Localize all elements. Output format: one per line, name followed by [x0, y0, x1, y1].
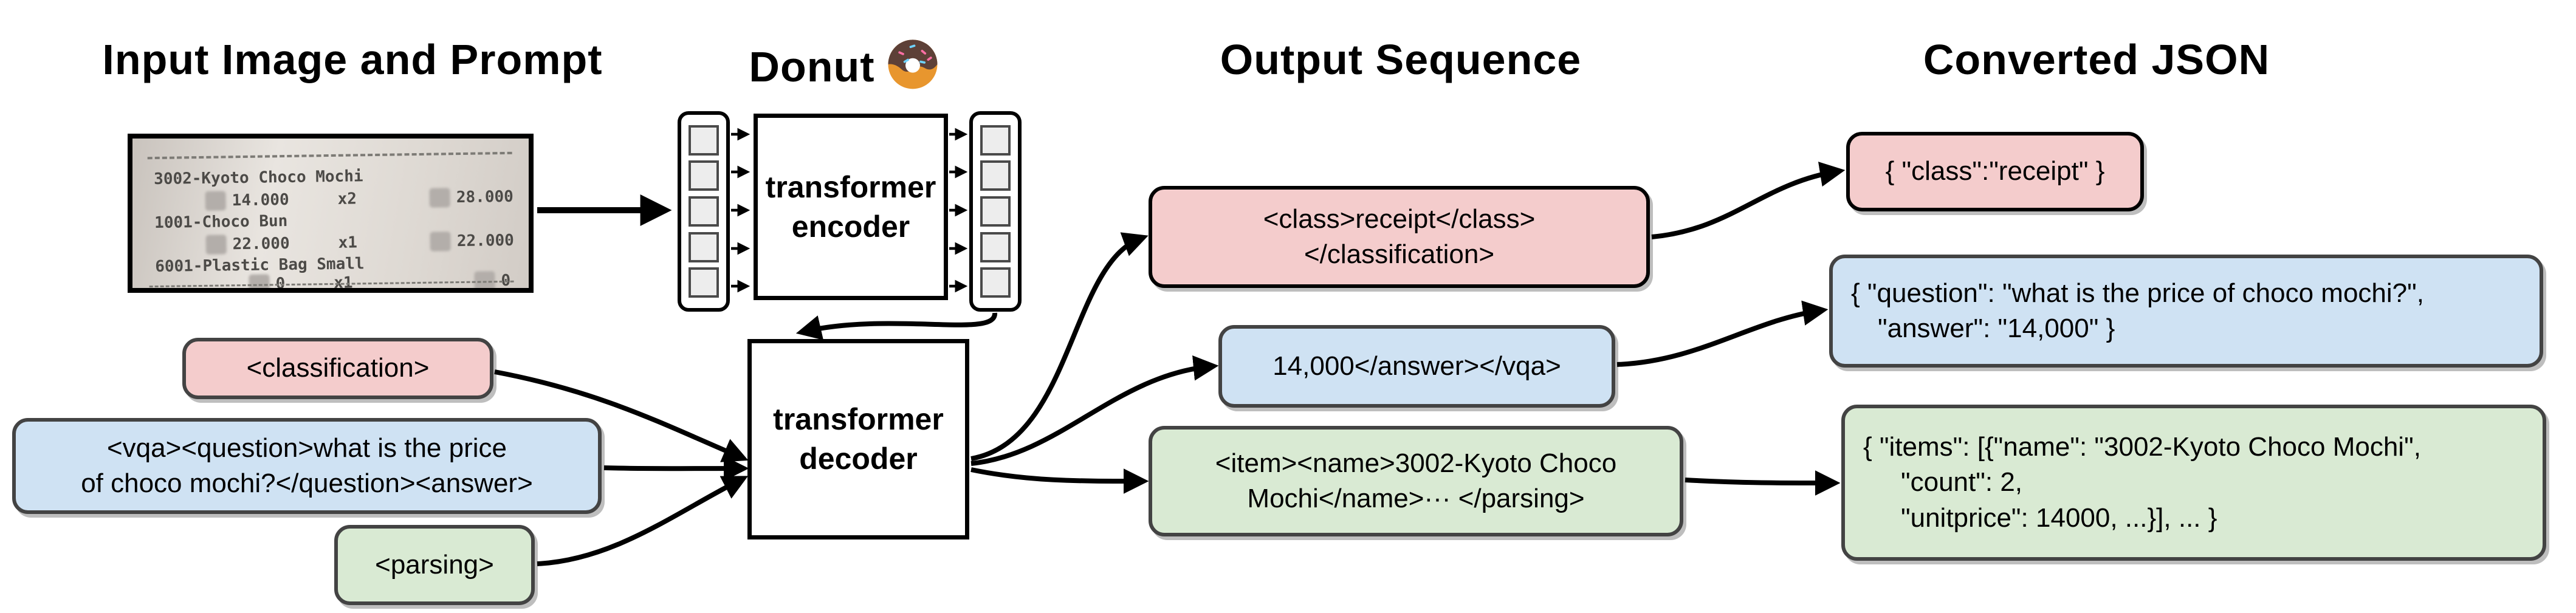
arrow-classification-output-to-json	[1651, 162, 1846, 239]
output-parsing-box: <item><name>3002-Kyoto Choco Mochi</name…	[1149, 426, 1683, 536]
output-classification-line2: </classification>	[1303, 239, 1495, 269]
token-square	[980, 160, 1011, 191]
redaction-blob	[205, 191, 226, 211]
heading-converted-json: Converted JSON	[1923, 36, 2270, 83]
receipt-price: 14.000	[232, 190, 289, 210]
arrow-encoder-to-decoder	[795, 312, 997, 340]
json-parsing-box: { "items": [{"name": "3002-Kyoto Choco M…	[1841, 405, 2546, 561]
donut-icon	[885, 35, 941, 101]
receipt-price: 22.000	[232, 234, 290, 254]
receipt-total: 22.000	[456, 231, 515, 251]
receipt-content: 3002-Kyoto Choco Mochi 14.000 x2 28.000 10…	[132, 139, 529, 288]
decoder-label-line1: transformer	[773, 402, 944, 436]
prompt-vqa-text-line2: of choco mochi?</question><answer>	[81, 468, 533, 498]
output-vqa-text: 14,000</answer></vqa>	[1273, 351, 1561, 381]
token-square	[980, 231, 1011, 262]
heading-donut: Donut	[717, 35, 972, 101]
receipt-item-price-row: 22.000 x1 22.000	[205, 231, 514, 255]
prompt-parsing-text: <parsing>	[375, 549, 494, 580]
redaction-blob	[205, 235, 227, 255]
output-classification-box: <class>receipt</class> </classification>	[1149, 186, 1650, 288]
json-vqa-line2: "answer": "14,000" }	[1878, 313, 2115, 343]
transformer-encoder-box: transformer encoder	[754, 114, 948, 300]
token-square	[689, 125, 719, 156]
output-parsing-line2: Mochi</name>··· </parsing>	[1247, 484, 1585, 513]
receipt-item-name: 6001-Plastic Bag Small	[154, 255, 365, 276]
prompt-classification-text: <classification>	[246, 353, 430, 383]
heading-output-sequence: Output Sequence	[1220, 36, 1582, 83]
token-square	[689, 196, 719, 227]
redaction-blob	[429, 188, 451, 208]
json-parsing-line2: "count": 2,	[1901, 467, 2023, 498]
token-square	[980, 267, 1011, 298]
prompt-vqa-text-line1: <vqa><question>what is the price	[106, 433, 507, 463]
arrow-parsing-output-to-json	[1685, 470, 1841, 496]
output-parsing-line1: <item><name>3002-Kyoto Choco	[1215, 448, 1617, 478]
json-classification-box: { "class":"receipt" }	[1846, 132, 2144, 211]
encoder-input-token-column	[678, 111, 730, 312]
token-square	[689, 267, 719, 298]
encoder-label-line2: encoder	[791, 209, 910, 244]
token-square	[980, 196, 1011, 227]
receipt-item-price-row: 14.000 x2 28.000	[205, 187, 513, 211]
transformer-decoder-box: transformer decoder	[747, 339, 969, 539]
json-parsing-line1: { "items": [{"name": "3002-Kyoto Choco M…	[1863, 432, 2421, 462]
encoder-label-line1: transformer	[765, 170, 936, 204]
output-vqa-box: 14,000</answer></vqa>	[1218, 325, 1615, 408]
prompt-vqa-box: <vqa><question>what is the price of choc…	[12, 418, 602, 514]
token-square	[980, 125, 1011, 156]
arrow-decoder-to-parsing-output	[970, 467, 1149, 494]
json-parsing-line3: "unitprice": 14000, ...}], ... }	[1901, 502, 2217, 533]
redaction-blob	[430, 231, 452, 252]
encoder-output-token-column	[969, 111, 1022, 312]
output-classification-line1: <class>receipt</class>	[1263, 204, 1536, 234]
receipt-qty: x2	[337, 190, 357, 208]
heading-input-image-and-prompt: Input Image and Prompt	[102, 36, 603, 83]
receipt-dashed-rule-top	[147, 151, 512, 160]
prompt-classification-box: <classification>	[182, 338, 493, 399]
json-classification-text: { "class":"receipt" }	[1885, 156, 2105, 187]
prompt-parsing-box: <parsing>	[334, 525, 535, 605]
token-square	[689, 160, 719, 191]
json-vqa-box: { "question": "what is the price of choc…	[1829, 255, 2543, 368]
token-square	[689, 231, 719, 262]
receipt-item-name: 1001-Choco Bun	[154, 211, 288, 233]
receipt-item-name: 3002-Kyoto Choco Mochi	[153, 167, 363, 189]
receipt-total: 28.000	[456, 187, 514, 207]
decoder-label-line2: decoder	[799, 442, 918, 476]
arrows-tokens-to-encoder	[731, 128, 750, 293]
json-vqa-line1: { "question": "what is the price of choc…	[1851, 278, 2424, 308]
arrows-encoder-to-tokens	[949, 128, 968, 293]
receipt-qty: x1	[338, 233, 358, 252]
donut-title-text: Donut	[749, 43, 875, 91]
receipt-input-image: 3002-Kyoto Choco Mochi 14.000 x2 28.000 10…	[128, 134, 534, 293]
arrow-vqa-output-to-json	[1616, 300, 1829, 367]
